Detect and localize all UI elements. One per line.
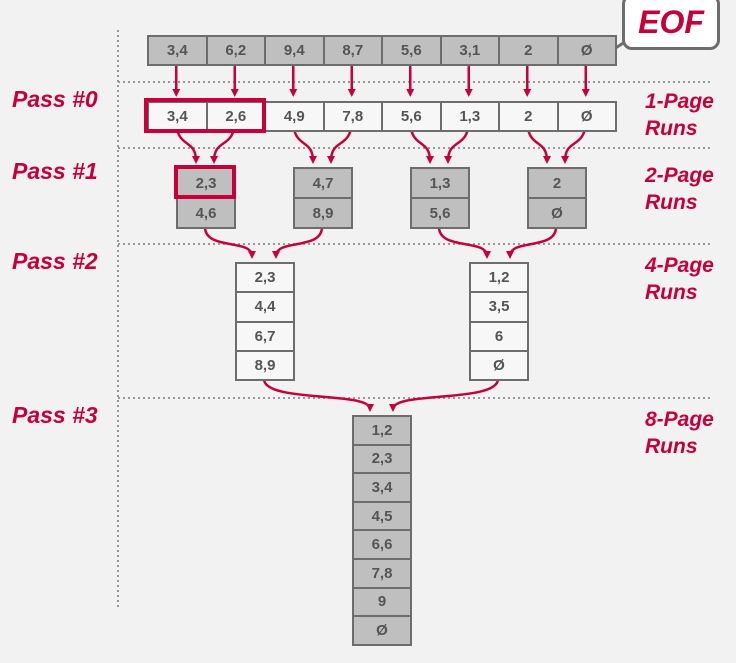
- pass0-page: 4,9: [264, 101, 325, 132]
- pass2-page: Ø: [469, 349, 529, 382]
- pass2-page: 1,2: [469, 262, 529, 294]
- eof-label: EOF: [638, 3, 704, 40]
- input-page: 2: [498, 35, 559, 66]
- pass0-page: 1,3: [439, 101, 500, 132]
- merge-arrow: [262, 378, 374, 412]
- pass2-page: 4,4: [235, 291, 295, 323]
- merge-arrow: [506, 226, 558, 259]
- merge-arrow: [203, 226, 256, 259]
- input-page: 3,4: [147, 35, 208, 66]
- pass1-page: 4,6: [176, 197, 236, 229]
- pass1-page: 5,6: [410, 197, 470, 229]
- pass1-page: 2: [527, 167, 587, 199]
- merge-arrow: [437, 226, 491, 259]
- pass3-page: 3,4: [352, 472, 412, 503]
- input-page: 8,7: [322, 35, 383, 66]
- pass0-page: Ø: [556, 101, 617, 132]
- merge-arrow: [389, 378, 500, 412]
- pass2-page: 8,9: [235, 349, 295, 382]
- pass2-page: 3,5: [469, 291, 529, 323]
- pass2-page: 6,7: [235, 320, 295, 352]
- highlight-pass0-pair: [144, 98, 266, 133]
- pass0-page: 5,6: [381, 101, 442, 132]
- input-page: Ø: [556, 35, 617, 66]
- pass3-page: 4,5: [352, 500, 412, 532]
- highlight-pass1-first: [174, 165, 236, 199]
- pass1-page: 8,9: [293, 197, 353, 229]
- pass3-page: 6,6: [352, 529, 412, 560]
- pass-0-label: Pass #0: [12, 86, 98, 112]
- pass0-page: 7,8: [322, 101, 383, 132]
- merge-arrow: [272, 226, 324, 259]
- pass-1-label: Pass #1: [12, 158, 98, 184]
- pass3-page: 7,8: [352, 558, 412, 589]
- pass1-page: Ø: [527, 197, 587, 229]
- pass1-page: 4,7: [293, 167, 353, 199]
- input-page: 6,2: [205, 35, 266, 66]
- pass-3-label: Pass #3: [12, 402, 98, 428]
- pass0-page: 2: [498, 101, 559, 132]
- input-page: 9,4: [264, 35, 325, 66]
- pass2-page: 6: [469, 320, 529, 352]
- eof-callout: EOF: [622, 0, 720, 50]
- pass-2-label: Pass #2: [12, 248, 98, 274]
- pass2-page: 2,3: [235, 262, 295, 294]
- input-page: 5,6: [381, 35, 442, 66]
- pass1-page: 1,3: [410, 167, 470, 199]
- pass3-page: 2,3: [352, 443, 412, 475]
- input-page: 3,1: [439, 35, 500, 66]
- pass3-page: 1,2: [352, 415, 412, 446]
- pass3-page: 9: [352, 586, 412, 618]
- pass3-page: Ø: [352, 615, 412, 646]
